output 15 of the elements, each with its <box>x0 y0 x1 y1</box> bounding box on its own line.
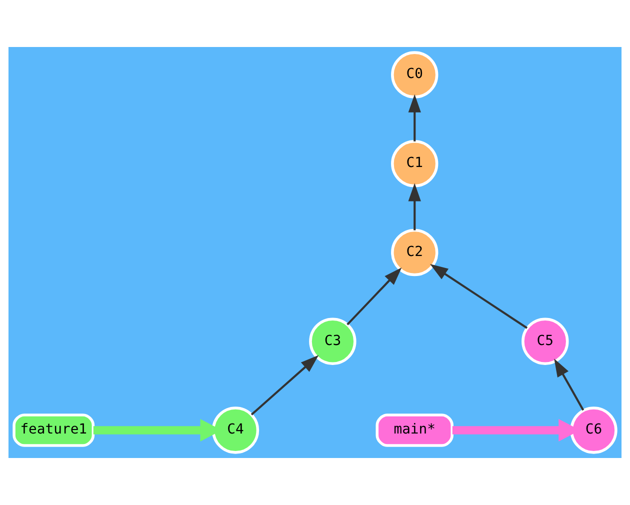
node-circle: C4 <box>212 406 260 454</box>
arrow <box>408 94 421 142</box>
arrow <box>250 355 319 416</box>
node-circle: C5 <box>522 318 569 365</box>
arrow <box>430 264 528 329</box>
node-circle: C2 <box>391 228 438 276</box>
node-box: main* <box>376 414 454 447</box>
arrow <box>346 267 402 326</box>
node-circle: C0 <box>391 51 438 98</box>
node-circle: C3 <box>309 318 356 365</box>
arrow <box>554 358 584 411</box>
arrow <box>408 183 421 230</box>
node-circle: C6 <box>570 406 618 454</box>
node-box: feature1 <box>12 414 95 447</box>
node-circle: C1 <box>391 140 438 188</box>
